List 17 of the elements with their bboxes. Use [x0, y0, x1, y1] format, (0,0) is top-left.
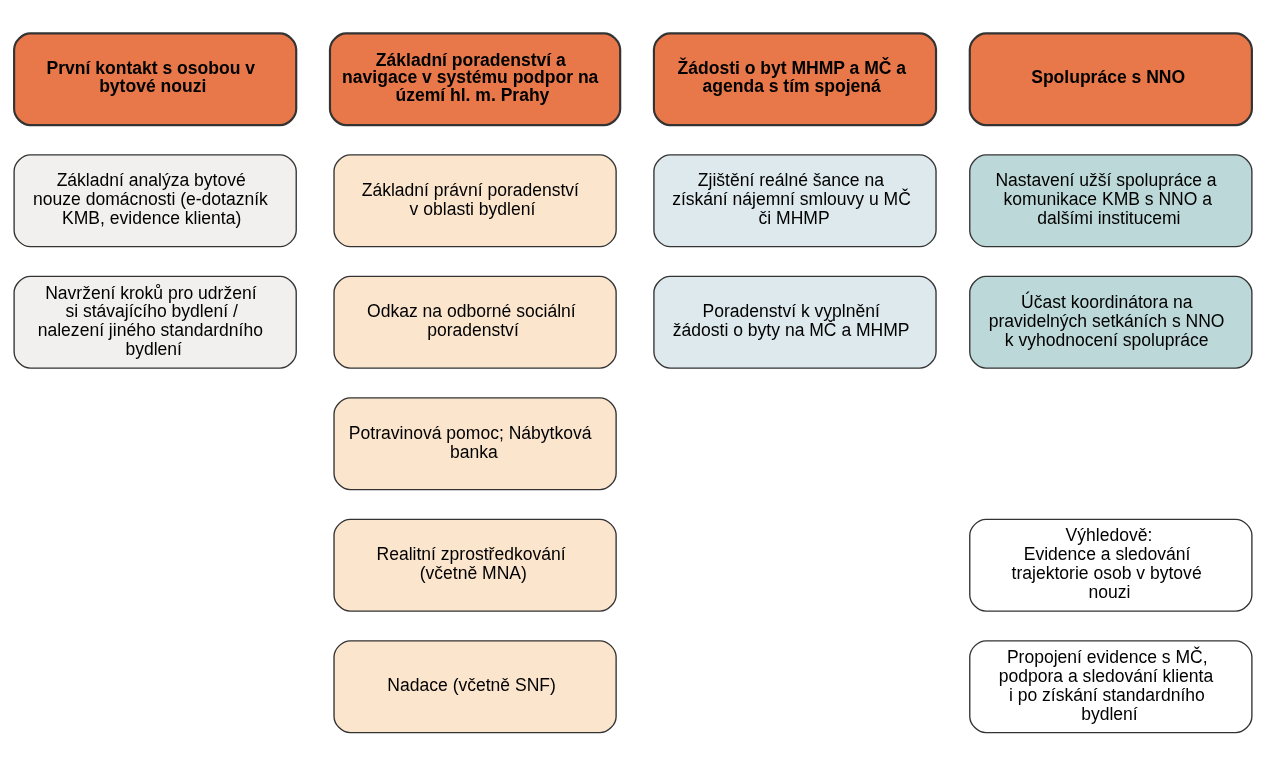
node-box: Základní analýza bytové nouze domácnosti (e-dotazník KMB, evidence klienta) — [13, 153, 297, 247]
node-box: Základní právní poradenství v oblasti bydlení — [333, 153, 617, 247]
node-box: Propojení evidence s MČ, podpora a sledování klienta i po získání standardního bydlení — [969, 639, 1253, 733]
node-box: Účast koordinátora na pravidelných setkáních s NNO k vyhodnocení spolupráce — [969, 275, 1253, 369]
node-box: Žádosti o byt MHMP a MČ a agenda s tím spojená — [652, 31, 938, 126]
node-box: Nastavení užší spolupráce a komunikace KMB s NNO a dalšími institucemi — [969, 153, 1253, 247]
node-box: Poradenství k vyplnění žádosti o byty na MČ a MHMP — [653, 275, 937, 369]
node-box: Spolupráce s NNO — [968, 31, 1253, 126]
node-box: Odkaz na odborné sociální poradenství — [333, 275, 617, 369]
node-box: Základní poradenství a navigace v systému podpor na území hl. m. Prahy — [328, 31, 622, 126]
node-box: Nadace (včetně SNF) — [333, 639, 617, 733]
node-box: Navržení kroků pro udržení si stávajícího bydlení / nalezení jiného standardního bydlení — [13, 275, 297, 369]
node-box: Realitní zprostředkování (včetně MNA) — [333, 518, 617, 612]
node-box: Potravinová pomoc; Nábytková banka — [333, 396, 617, 490]
node-box: První kontakt s osobou v bytové nouzi — [13, 31, 298, 126]
node-box: Zjištění reálné šance na získání nájemní smlouvy u MČ či MHMP — [653, 153, 937, 247]
node-box: Výhledově: Evidence a sledování trajektorie osob v bytové nouzi — [969, 518, 1253, 612]
